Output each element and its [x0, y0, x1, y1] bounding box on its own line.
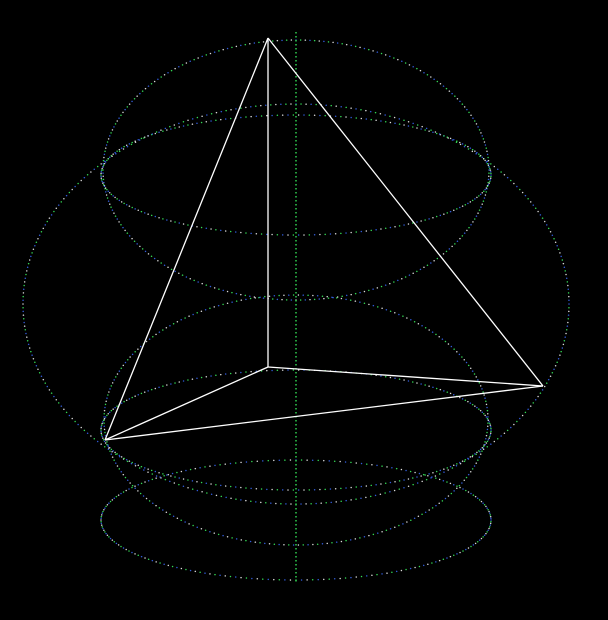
guide-ellipse-upper	[102, 39, 490, 301]
guide-ellipse-bottom	[100, 459, 492, 581]
dotted-guide-curves	[22, 39, 570, 581]
edge-top-left	[104, 37, 269, 441]
guide-ellipse-middle	[22, 103, 570, 505]
guide-ellipse-lower-band	[100, 369, 492, 491]
edge-left-back	[104, 366, 269, 441]
edge-left-right	[104, 385, 544, 441]
edge-back-right	[267, 366, 544, 387]
edge-top-right	[267, 37, 544, 387]
tetrahedron-edges	[104, 37, 544, 441]
guide-ellipse-lower	[103, 294, 489, 546]
